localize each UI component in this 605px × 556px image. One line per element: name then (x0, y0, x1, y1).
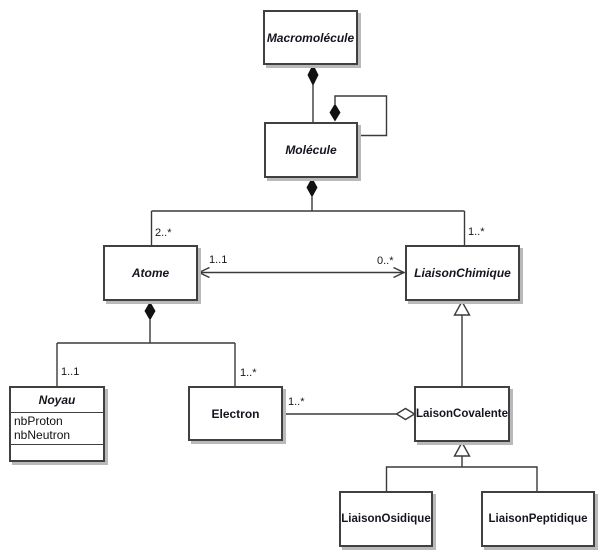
attribute-nbproton: nbProton (14, 414, 63, 428)
class-box-laisoncovalente: LaisonCovalente (414, 386, 510, 442)
multiplicity-molecule-liaison: 1..* (468, 226, 485, 238)
composition-diamond-molecule-self (329, 103, 341, 122)
class-box-noyau: Noyau nbProton nbNeutron (9, 386, 105, 462)
class-name: Electron (211, 406, 260, 421)
association-arrowhead-atome-end (197, 266, 210, 279)
class-name: LiaisonChimique (414, 266, 511, 280)
class-name: Noyau (38, 393, 76, 407)
class-name: LiaisonOsidique (341, 513, 431, 525)
class-name: Atome (131, 266, 170, 280)
class-name: Molécule (285, 143, 337, 157)
generalization-tree-covalente-children (385, 456, 538, 491)
generalization-triangle-covalente (453, 441, 471, 457)
class-box-liaisonosidique: LiaisonOsidique (339, 491, 433, 547)
association-arrowhead-liaison-end (393, 266, 406, 279)
multiplicity-atome-electron: 1..* (240, 367, 257, 379)
class-name: LiaisonPeptidique (488, 513, 588, 525)
attributes-compartment: nbProton nbNeutron (11, 412, 103, 445)
class-box-macromolecule: Macromolécule (263, 10, 358, 65)
multiplicity-assoc-liaison-end: 0..* (377, 255, 394, 267)
multiplicity-electron-covalente: 1..* (288, 396, 305, 408)
class-name: LaisonCovalente (415, 408, 509, 420)
composition-tree-molecule-children (150, 197, 466, 245)
attribute-nbneutron: nbNeutron (14, 428, 71, 442)
aggregation-diamond-covalente (395, 407, 416, 421)
class-box-electron: Electron (188, 386, 283, 441)
class-name-compartment: Noyau (11, 388, 103, 412)
composition-diamond-macromolecule (307, 64, 319, 86)
composition-diamond-molecule (306, 177, 318, 198)
class-box-molecule: Molécule (264, 122, 358, 178)
composition-self-loop-molecule (334, 95, 388, 137)
class-box-liaisonchimique: LiaisonChimique (405, 245, 520, 301)
class-box-liaisonpeptidique: LiaisonPeptidique (481, 491, 595, 547)
class-name: Macromolécule (266, 30, 355, 45)
multiplicity-atome-noyau: 1..1 (61, 366, 80, 378)
composition-tree-atome-children (56, 320, 236, 386)
generalization-triangle-liaisonchimique (453, 300, 471, 316)
multiplicity-molecule-atome: 2..* (155, 227, 172, 239)
class-box-atome: Atome (103, 245, 198, 301)
multiplicity-assoc-atome-end: 1..1 (209, 254, 228, 266)
composition-diamond-atome (144, 301, 156, 321)
